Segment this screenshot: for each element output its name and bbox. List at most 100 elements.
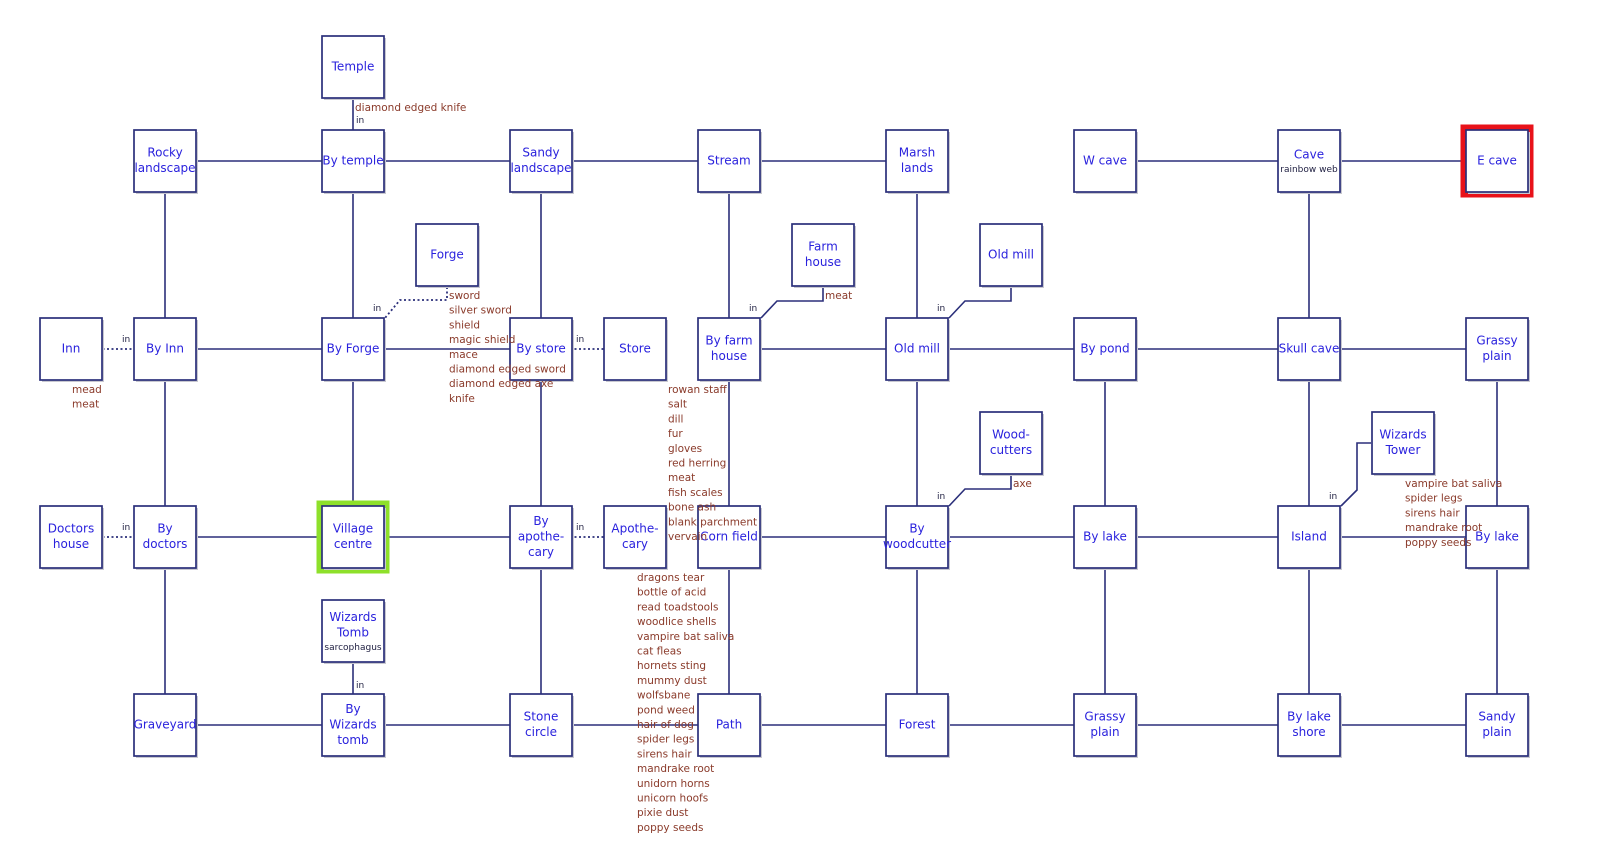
room-box[interactable]	[885, 317, 949, 381]
room-box[interactable]	[979, 411, 1043, 475]
room-box[interactable]	[885, 693, 949, 757]
room-box[interactable]	[1277, 129, 1341, 193]
room-box[interactable]	[509, 505, 573, 569]
room-box[interactable]	[1465, 693, 1529, 757]
room-box[interactable]	[1277, 505, 1341, 569]
room-old-mill-in[interactable]: Old mill	[979, 223, 1044, 288]
room-box[interactable]	[133, 505, 197, 569]
room-woodcutters[interactable]: Wood-cutters	[979, 411, 1044, 476]
item: diamond edged sword	[449, 364, 566, 376]
room-box[interactable]	[1277, 693, 1341, 757]
item: hornets sting	[637, 660, 706, 672]
room-e-cave[interactable]: E cave	[1460, 124, 1534, 198]
room-old-mill[interactable]: Old mill	[885, 317, 950, 382]
room-by-store[interactable]: By store	[509, 317, 574, 382]
room-path[interactable]: Path	[697, 693, 762, 758]
room-box[interactable]	[885, 505, 949, 569]
item: unicorn hoofs	[637, 793, 708, 805]
room-inn[interactable]: Inn	[39, 317, 104, 382]
room-box[interactable]	[1073, 693, 1137, 757]
room-stream[interactable]: Stream	[697, 129, 762, 194]
room-box[interactable]	[791, 223, 855, 287]
room-box[interactable]	[885, 129, 949, 193]
room-apothecary[interactable]: Apothe-cary	[603, 505, 668, 570]
room-by-inn[interactable]: By Inn	[133, 317, 198, 382]
item-list-farm-house: meat	[825, 290, 852, 302]
room-box[interactable]	[697, 693, 761, 757]
room-box[interactable]	[509, 317, 573, 381]
room-skull-cave[interactable]: Skull cave	[1277, 317, 1342, 382]
item: shield	[449, 319, 480, 331]
room-box[interactable]	[1073, 129, 1137, 193]
room-box[interactable]	[1073, 317, 1137, 381]
room-box[interactable]	[321, 599, 385, 663]
room-by-forge[interactable]: By Forge	[321, 317, 386, 382]
room-box[interactable]	[697, 129, 761, 193]
room-corn-field[interactable]: Corn field	[697, 505, 762, 570]
room-box[interactable]	[133, 129, 197, 193]
room-box[interactable]	[509, 693, 573, 757]
room-title: Forge	[430, 247, 464, 261]
room-box[interactable]	[321, 35, 385, 99]
room-box[interactable]	[509, 129, 573, 193]
room-box[interactable]	[133, 317, 197, 381]
room-box[interactable]	[1465, 129, 1529, 193]
room-box[interactable]	[321, 505, 385, 569]
room-island[interactable]: Island	[1277, 505, 1342, 570]
room-box[interactable]	[1371, 411, 1435, 475]
room-by-lake-e[interactable]: By lake	[1465, 505, 1530, 570]
room-box[interactable]	[321, 317, 385, 381]
room-box[interactable]	[321, 693, 385, 757]
room-box[interactable]	[603, 317, 667, 381]
room-title: Grassy	[1476, 334, 1517, 348]
room-box[interactable]	[1465, 317, 1529, 381]
room-store[interactable]: Store	[603, 317, 668, 382]
room-forge[interactable]: Forge	[415, 223, 480, 288]
room-box[interactable]	[1465, 505, 1529, 569]
room-forest[interactable]: Forest	[885, 693, 950, 758]
room-w-cave[interactable]: W cave	[1073, 129, 1138, 194]
room-box[interactable]	[697, 317, 761, 381]
room-box[interactable]	[603, 505, 667, 569]
room-box[interactable]	[979, 223, 1043, 287]
room-box[interactable]	[697, 505, 761, 569]
room-box[interactable]	[39, 317, 103, 381]
room-box[interactable]	[415, 223, 479, 287]
room-title: By lake	[1287, 710, 1331, 724]
room-box[interactable]	[321, 129, 385, 193]
in-label-wizards-tower: in	[1329, 492, 1337, 502]
room-title: Grassy	[1084, 710, 1125, 724]
room-by-temple[interactable]: By temple	[321, 129, 386, 194]
room-temple[interactable]: Temple	[321, 35, 386, 100]
in-link-forge	[384, 287, 448, 319]
room-box[interactable]	[1277, 317, 1341, 381]
room-box[interactable]	[1073, 505, 1137, 569]
room-by-lake[interactable]: By lake	[1073, 505, 1138, 570]
room-by-pond[interactable]: By pond	[1073, 317, 1138, 382]
room-box[interactable]	[133, 693, 197, 757]
room-graveyard[interactable]: Graveyard	[133, 693, 198, 758]
room-box[interactable]	[39, 505, 103, 569]
